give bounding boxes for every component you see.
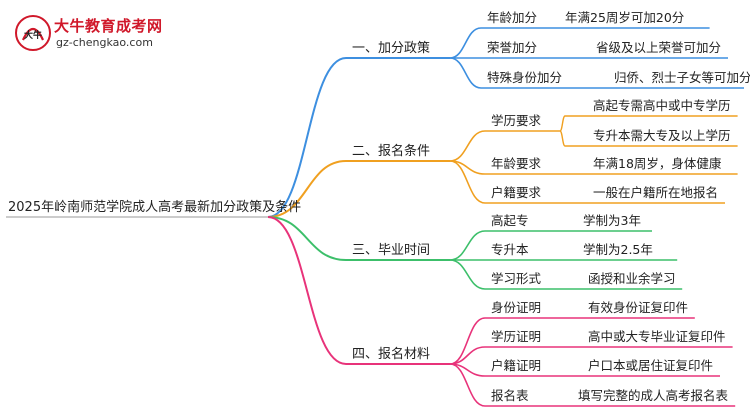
item-label: 学习形式	[491, 271, 542, 286]
mindmap-edges	[267, 27, 744, 407]
item-edge	[449, 317, 486, 365]
item-detail: 学制为2.5年	[583, 242, 653, 257]
site-logo: 大牛 大牛教育成考网 gz-chengkao.com	[14, 14, 174, 54]
branch-label: 二、报名条件	[352, 143, 430, 159]
item-detail: 专升本需大专及以上学历	[593, 128, 731, 143]
item-detail: 一般在户籍所在地报名	[593, 185, 718, 200]
item-label: 高起专	[491, 213, 529, 228]
branch-label: 四、报名材料	[352, 346, 430, 362]
branch-edge	[267, 216, 347, 365]
item-detail: 有效身份证复印件	[588, 300, 688, 315]
root-label: 2025年岭南师范学院成人高考最新加分政策及条件	[8, 199, 301, 215]
item-detail: 年满25周岁可加20分	[565, 10, 684, 25]
item-detail: 归侨、烈士子女等可加分	[614, 70, 750, 85]
item-label: 学历证明	[491, 329, 541, 344]
detail-edge	[559, 115, 566, 132]
logo-title: 大牛教育成考网	[54, 17, 163, 35]
mindmap-nodes: 2025年岭南师范学院成人高考最新加分政策及条件 一、加分政策 年龄加分 年满25周…	[6, 10, 750, 403]
item-label: 报名表	[491, 388, 529, 403]
item-detail: 函授和业余学习	[588, 271, 676, 286]
detail-edge	[559, 130, 566, 147]
logo-mark-icon: 大牛	[15, 15, 51, 51]
item-label: 年龄加分	[487, 10, 537, 25]
item-detail: 填写完整的成人高考报名表	[578, 388, 729, 403]
branch-label: 一、加分政策	[352, 40, 430, 56]
item-label: 学历要求	[491, 113, 542, 128]
item-detail: 户口本或居住证复印件	[588, 358, 713, 373]
item-label: 身份证明	[491, 300, 541, 315]
item-edge	[449, 363, 486, 407]
item-detail: 年满18周岁，身体健康	[593, 156, 722, 171]
item-edge	[449, 57, 482, 89]
branch-edge	[267, 57, 347, 218]
item-detail: 学制为3年	[583, 213, 641, 228]
branch-edge	[267, 160, 347, 218]
branch-edge	[267, 216, 347, 261]
logo-mark-text: 大牛	[24, 29, 42, 41]
item-label: 户籍证明	[491, 358, 541, 373]
item-edge	[449, 27, 482, 59]
item-detail: 高中或大专毕业证复印件	[588, 329, 726, 344]
item-edge	[449, 259, 486, 290]
item-edge	[449, 130, 486, 162]
item-label: 荣誉加分	[487, 40, 537, 55]
item-label: 年龄要求	[491, 156, 542, 171]
item-label: 特殊身份加分	[487, 70, 562, 85]
item-detail: 省级及以上荣誉可加分	[596, 40, 721, 55]
logo-url: gz-chengkao.com	[56, 36, 153, 49]
branch-label: 三、毕业时间	[352, 243, 430, 258]
item-edge	[449, 230, 486, 261]
item-label: 专升本	[491, 242, 529, 257]
item-detail: 高起专需高中或中专学历	[593, 98, 731, 113]
item-label: 户籍要求	[491, 185, 542, 200]
item-edge	[449, 160, 486, 204]
